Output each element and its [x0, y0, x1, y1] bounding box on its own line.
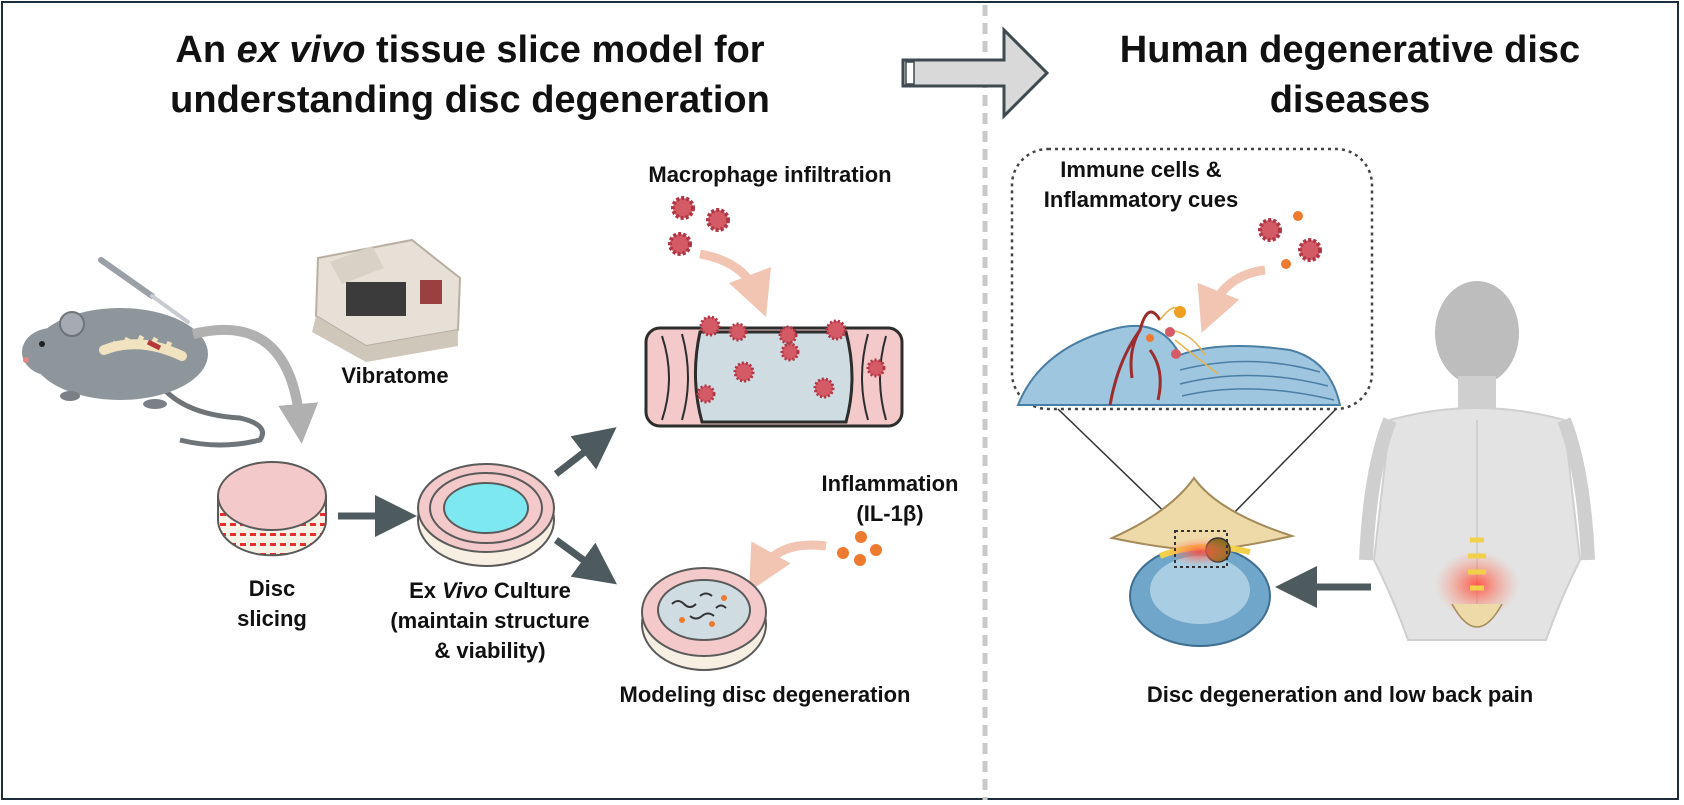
left-title-line1: An ex vivo tissue slice model for [175, 29, 765, 71]
transition-arrow-icon [901, 26, 1050, 120]
immune-cues-label: Immune cells & Inflammatory cues [1043, 157, 1239, 212]
vibratome-label: Vibratome [341, 363, 449, 388]
culture-disc-icon [417, 463, 555, 567]
inflammation-label: Inflammation (IL-1β) [821, 471, 959, 526]
right-title: Human degenerative disc diseases [1060, 25, 1640, 125]
right-title-line2: diseases [1269, 79, 1431, 121]
mouse-icon [22, 308, 265, 448]
inflammation-arrow [748, 540, 827, 592]
immune-cells-icon [1258, 211, 1322, 269]
degenerated-disc-icon [641, 567, 767, 671]
modeling-label: Modeling disc degeneration [619, 682, 911, 707]
arrow-to-inflammation-model [553, 537, 617, 585]
arrow-to-macrophage-model [553, 427, 617, 477]
infiltration-arrow [699, 249, 771, 318]
cytokine-particles-icon [837, 531, 882, 566]
dissection-arrow [191, 324, 319, 444]
macrophage-label: Macrophage infiltration [648, 162, 892, 187]
disc-slicing-label: Disc slicing [237, 576, 307, 631]
culture-label: Ex Vivo Culture (maintain structure & vi… [390, 578, 590, 663]
bottom-label: Disc degeneration and low back pain [1146, 682, 1534, 707]
tissue-slice-icon [644, 315, 904, 428]
macrophage-cells-icon [668, 196, 730, 256]
vertebra-icon [1108, 476, 1296, 647]
left-title: An ex vivo tissue slice model for unders… [90, 25, 850, 125]
right-title-line1: Human degenerative disc [1119, 29, 1581, 71]
immune-arrow [1197, 265, 1266, 333]
vibratome-icon [312, 238, 462, 362]
zoomed-disc-icon [1016, 306, 1342, 406]
left-title-line2: understanding disc degeneration [170, 79, 770, 121]
scalpel-icon [98, 257, 190, 324]
human-back-icon [1359, 281, 1595, 641]
sliced-disc-icon [217, 461, 327, 557]
